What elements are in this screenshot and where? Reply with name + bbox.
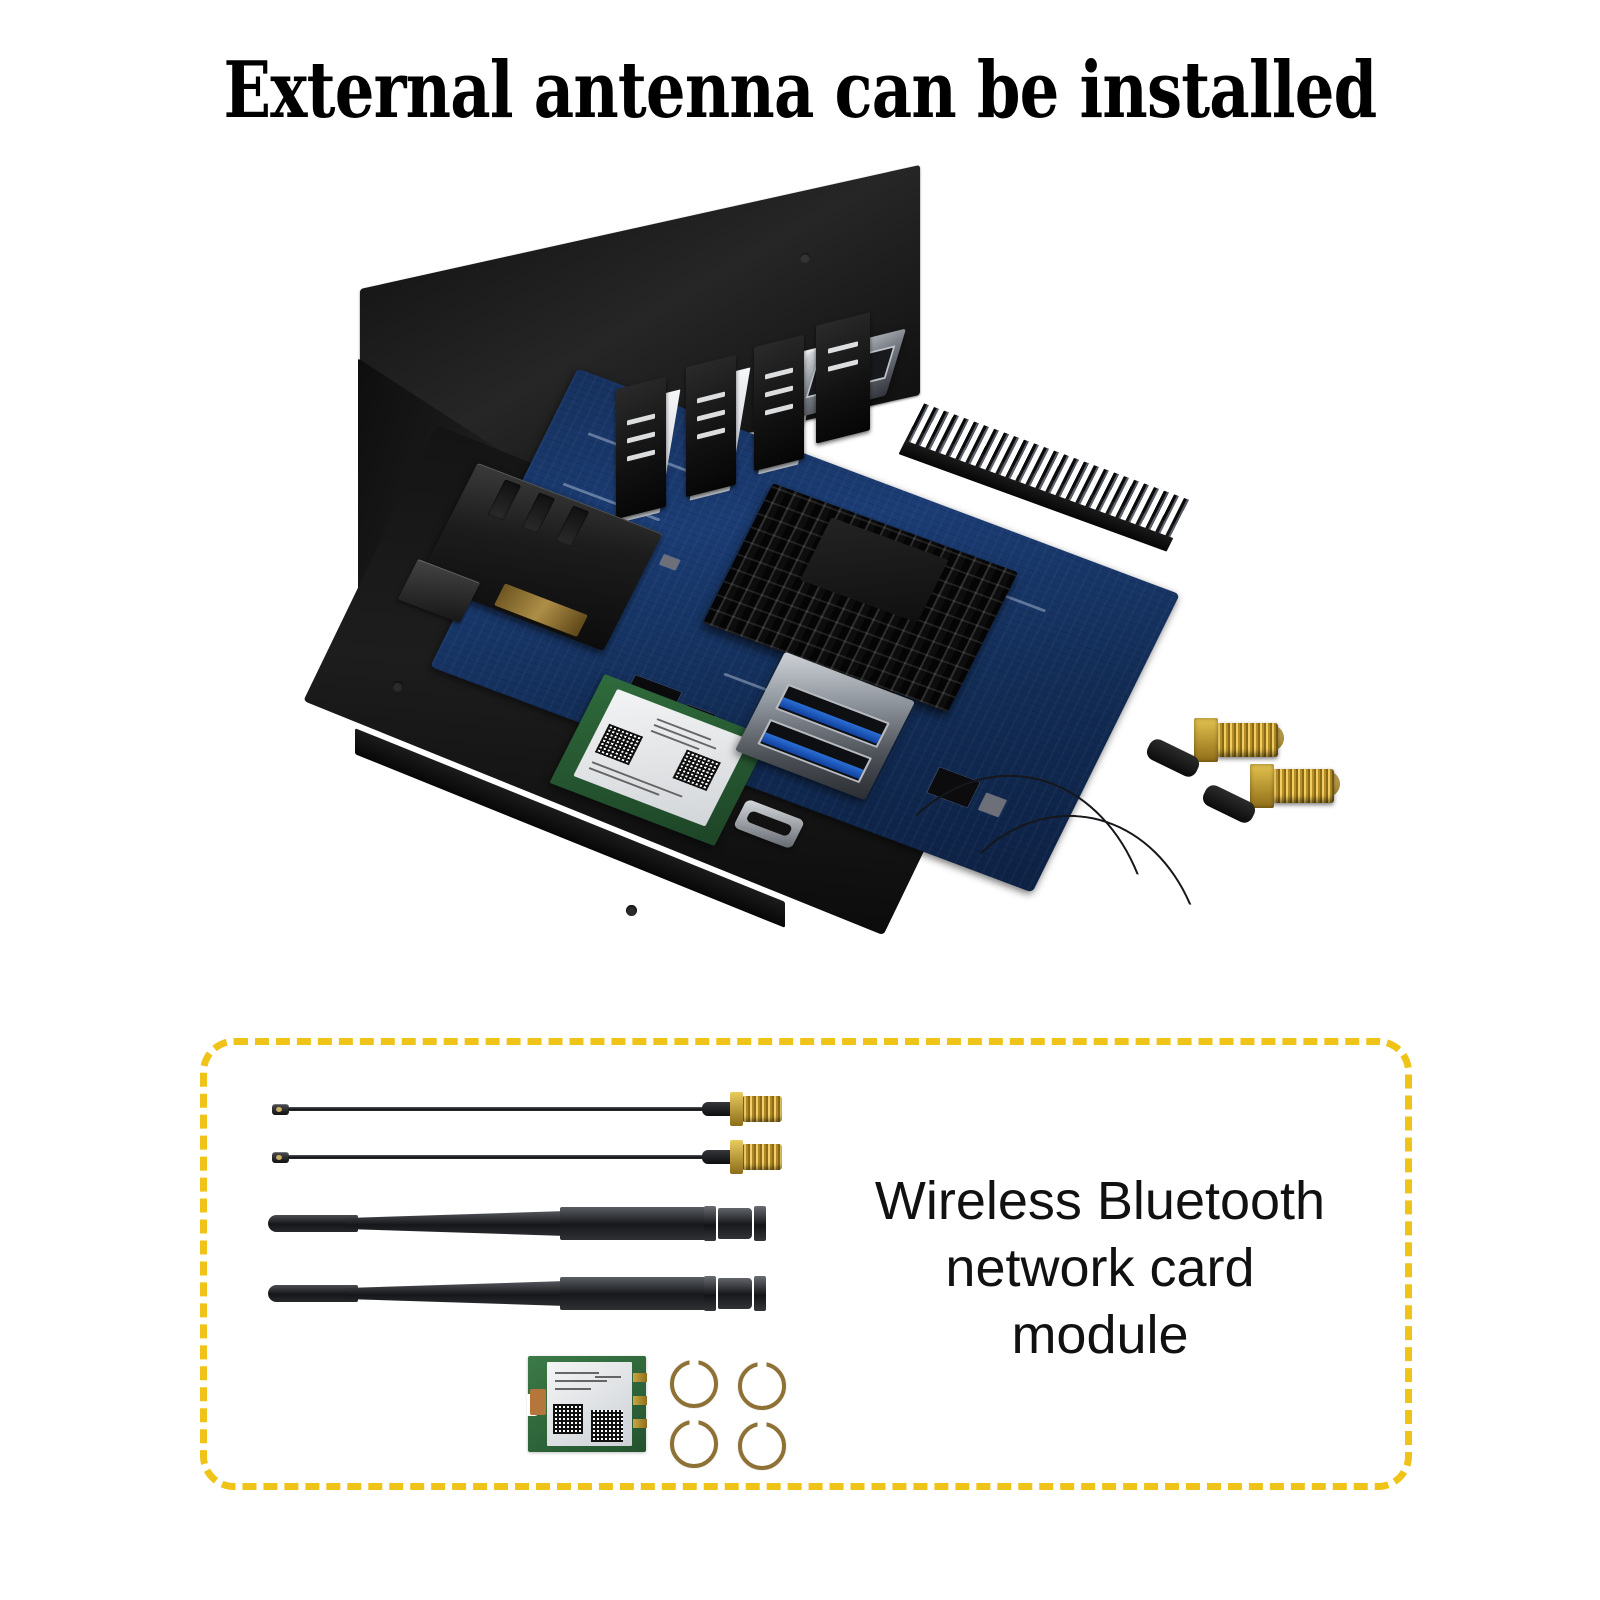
accessory-caption: Wireless Bluetooth network card module xyxy=(840,1168,1360,1369)
caption-line-2: network card xyxy=(945,1237,1255,1298)
case-mount-hole xyxy=(392,681,403,692)
caption-line-1: Wireless Bluetooth xyxy=(874,1171,1326,1231)
bracket-tab xyxy=(816,312,870,444)
bracket-tab xyxy=(686,354,736,498)
page-title: External antenna can be installed xyxy=(223,45,1378,136)
accessory-dashed-panel xyxy=(200,1038,1412,1490)
case-mount-hole xyxy=(626,905,637,916)
bracket-tab xyxy=(754,334,804,472)
caption-line-3: module xyxy=(1011,1304,1189,1365)
case-screw-hole xyxy=(800,253,810,263)
bracket-tab xyxy=(616,376,666,520)
product-photo xyxy=(303,164,1340,1025)
